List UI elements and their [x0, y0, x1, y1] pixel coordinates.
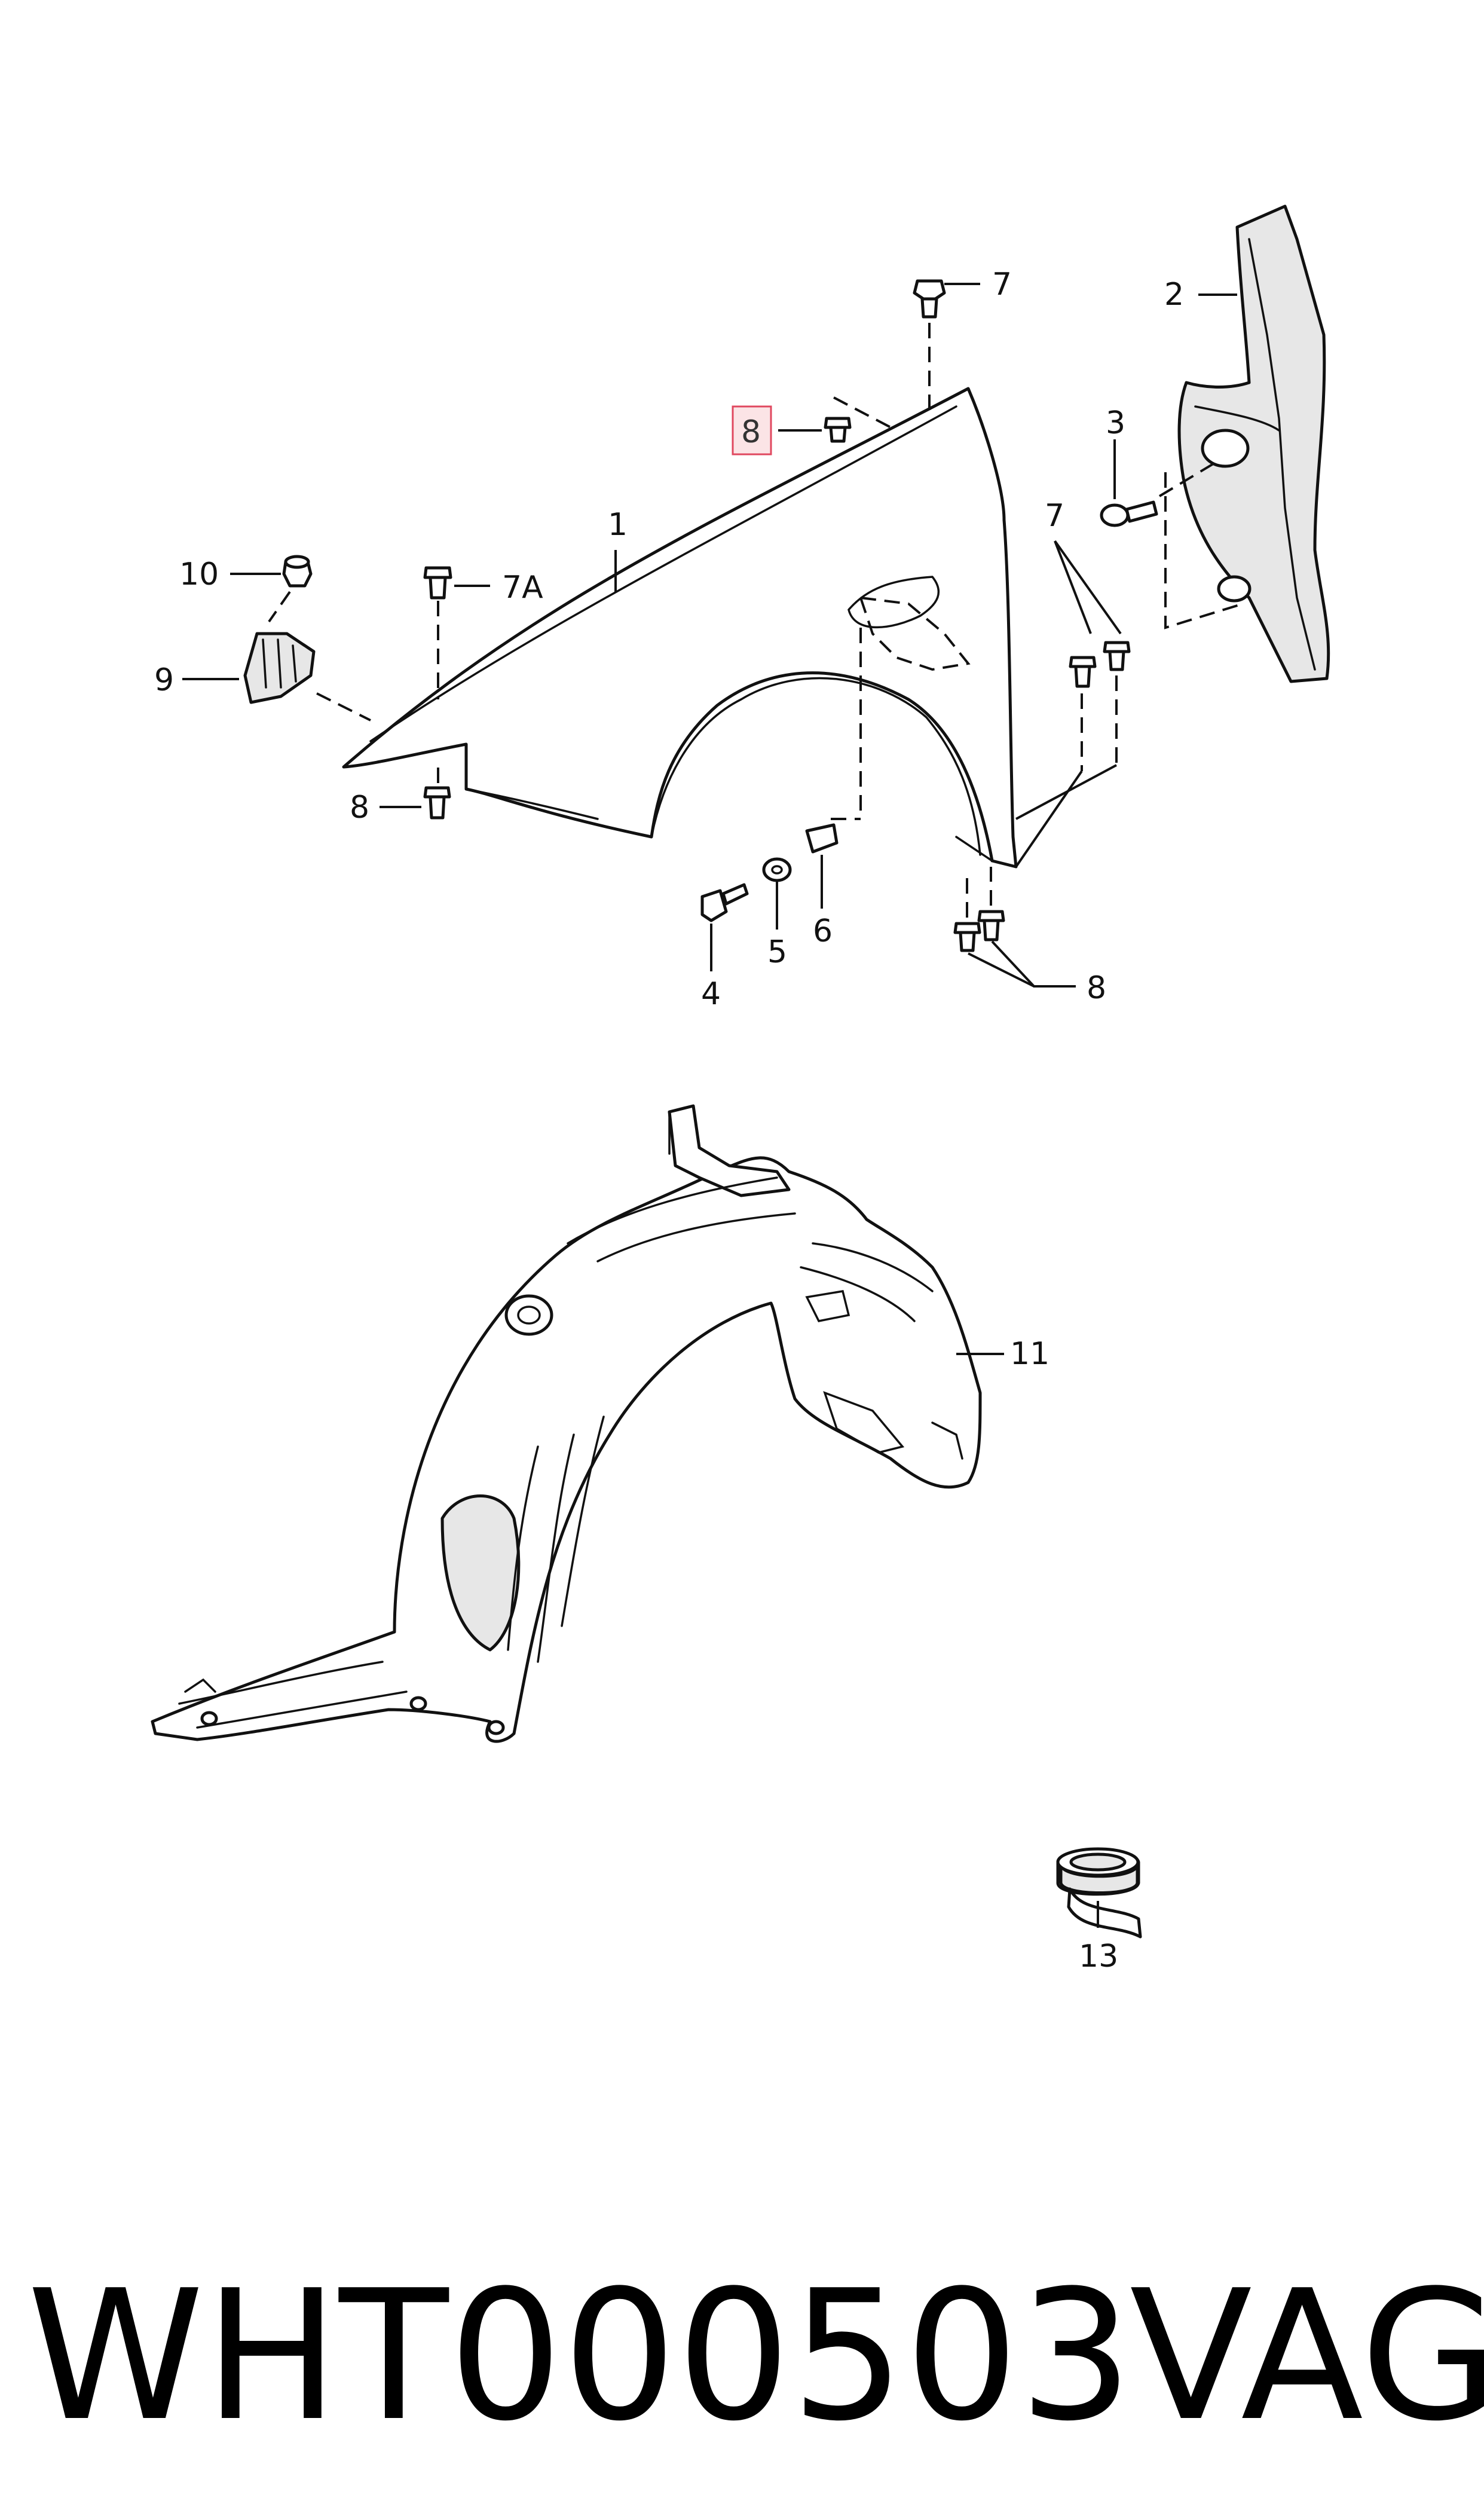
- clip-part-6: [805, 818, 861, 854]
- part-labels: 1 2 3 7 7 7A 8 8 9 10 4 5 6 11 13: [154, 267, 1184, 1974]
- bolt-part-8-highlight: [824, 396, 897, 443]
- label-7-top: 7: [992, 267, 1012, 302]
- label-11: 11: [1010, 1336, 1049, 1372]
- label-3: 3: [1106, 405, 1125, 441]
- wheel-housing-liner-part-11: [151, 1104, 982, 1743]
- label-10: 10: [179, 557, 219, 592]
- leader-lines-upper: [182, 283, 1237, 988]
- bracket-part-2: [1164, 204, 1330, 683]
- label-8-bottom: 8: [1087, 970, 1106, 1006]
- label-13: 13: [1079, 1939, 1118, 1974]
- label-8-left: 8: [350, 790, 369, 826]
- bolt-part-7-top: [913, 279, 946, 418]
- part-number-text: WHT000503: [27, 2252, 1133, 2460]
- brand-text: VAG: [1130, 2252, 1484, 2460]
- highlighted-part-8[interactable]: 8: [732, 405, 772, 456]
- highlight-box: [732, 405, 772, 456]
- bolt-part-7a: [423, 566, 452, 699]
- label-4: 4: [701, 976, 721, 1012]
- label-2: 2: [1164, 277, 1184, 313]
- washer-part-5: [762, 857, 792, 882]
- label-9: 9: [154, 662, 174, 698]
- label-8-highlight: 8: [741, 414, 761, 450]
- label-6: 6: [813, 913, 833, 949]
- fender-panel: [342, 387, 1018, 869]
- label-5: 5: [767, 934, 787, 970]
- label-7-mid: 7: [1045, 498, 1064, 534]
- tape-roll-part-13: [1056, 1847, 1142, 1939]
- bolts-part-8-bottom: [953, 867, 1005, 952]
- clip-part-10: [268, 555, 313, 623]
- screw-part-3: [1100, 459, 1220, 527]
- bolts-part-7-mid: [1069, 641, 1131, 771]
- label-7a: 7A: [502, 570, 543, 606]
- bolt-part-4: [700, 883, 749, 922]
- bolt-part-8-left: [423, 759, 451, 820]
- label-1: 1: [608, 507, 628, 543]
- clip-part-9: [243, 632, 371, 722]
